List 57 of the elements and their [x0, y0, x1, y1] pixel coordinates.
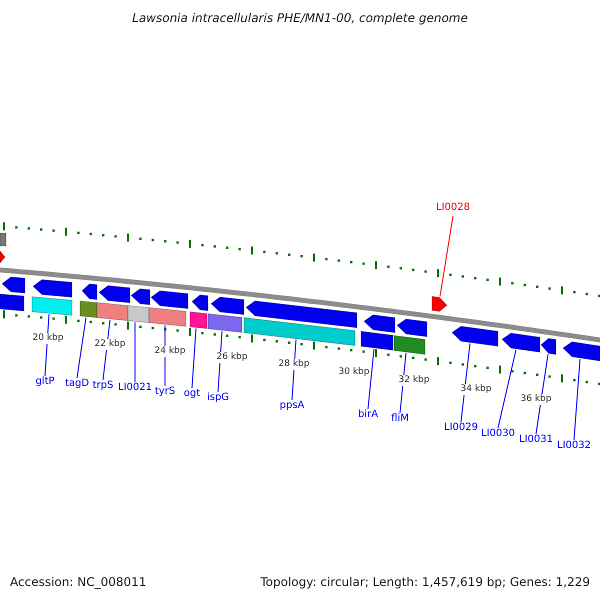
gene-label: fliM — [391, 414, 409, 424]
accession-text: Accession: NC_008011 — [10, 576, 146, 588]
scale-label: 32 kbp — [398, 375, 430, 386]
gene-feature — [32, 296, 72, 316]
gene-feature — [0, 250, 6, 264]
scale-label: 30 kbp — [338, 367, 370, 378]
gene-label: ogt — [184, 389, 200, 399]
gene-feature — [148, 307, 186, 327]
scale-label: 34 kbp — [460, 384, 492, 395]
leader-line — [134, 322, 136, 382]
gene-label: ppsA — [280, 401, 304, 411]
gene-label: LI0028 — [436, 203, 470, 213]
gene-feature — [80, 300, 98, 318]
gene-label: LI0032 — [557, 441, 591, 451]
leader-line — [440, 216, 454, 297]
gene-feature — [128, 305, 150, 323]
title: Lawsonia intracellularis PHE/MN1-00, complete genome — [132, 12, 468, 24]
gene-label: LI0030 — [481, 429, 515, 439]
leader-line — [192, 328, 196, 388]
gene-feature — [452, 326, 498, 347]
gene-label: LI0029 — [444, 423, 478, 433]
scale-label: 22 kbp — [94, 339, 126, 350]
gene-label: birA — [358, 410, 378, 420]
genome-summary-text: Topology: circular; Length: 1,457,619 bp; Genes: 1,229 — [260, 576, 590, 588]
gene-feature — [2, 276, 26, 294]
gene-label: LI0021 — [118, 383, 152, 393]
gene-label: gltP — [35, 377, 55, 387]
gene-feature — [210, 296, 244, 315]
gene-feature — [360, 330, 394, 351]
gene-feature — [364, 314, 396, 333]
gene-feature — [32, 279, 72, 298]
leader-line — [574, 358, 580, 440]
gene-label: tagD — [64, 379, 90, 389]
scale-label: 36 kbp — [520, 394, 552, 405]
scale-label: 20 kbp — [32, 333, 64, 344]
gene-feature — [0, 232, 6, 246]
gene-feature — [396, 318, 428, 338]
leader-line — [498, 349, 516, 428]
gene-label: ispG — [206, 393, 230, 403]
gene-feature — [190, 311, 208, 329]
scale-label: 28 kbp — [278, 359, 310, 370]
gene-label: LI0031 — [519, 435, 553, 445]
leader-line — [460, 342, 470, 422]
scale-label: 26 kbp — [216, 352, 248, 363]
gene-label: trpS — [92, 381, 114, 391]
gene-feature — [0, 294, 24, 312]
gene-feature — [96, 302, 128, 321]
leader-line — [76, 317, 86, 378]
gene-label: tyrS — [154, 387, 176, 397]
leader-line — [368, 348, 374, 410]
scale-label: 24 kbp — [154, 346, 186, 357]
gene-feature — [208, 313, 242, 333]
gene-feature — [192, 294, 208, 312]
gene-feature — [432, 296, 448, 312]
gene-feature — [244, 317, 356, 346]
gene-feature — [394, 335, 426, 355]
gene-feature — [130, 288, 150, 306]
